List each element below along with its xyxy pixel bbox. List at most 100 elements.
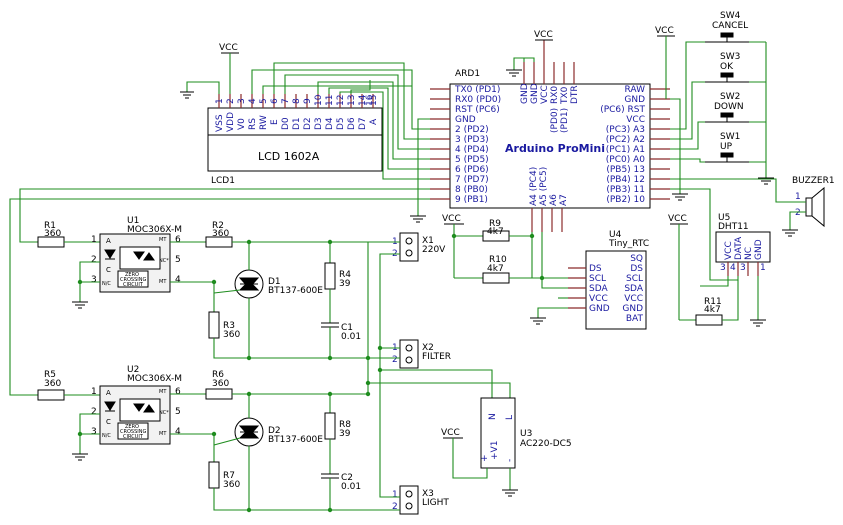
svg-text:4: 4 — [175, 427, 181, 437]
svg-text:VCC: VCC — [626, 115, 645, 125]
svg-text:RX0: RX0 — [550, 86, 560, 104]
svg-text:1: 1 — [795, 192, 801, 202]
lcd-name: LCD 1602A — [258, 150, 320, 163]
svg-text:360: 360 — [44, 379, 61, 389]
svg-text:C: C — [106, 418, 111, 426]
svg-text:A6: A6 — [549, 194, 559, 206]
svg-text:R2: R2 — [212, 221, 224, 231]
svg-text:(PC6) RST: (PC6) RST — [600, 105, 645, 115]
svg-text:RX0 (PD0): RX0 (PD0) — [455, 95, 501, 105]
switches: VCC SW4 CANCEL SW3 OK SW2 DOWN SW1 UP — [655, 11, 774, 201]
svg-text:VCC: VCC — [724, 241, 734, 260]
svg-text:16: 16 — [365, 94, 375, 106]
svg-text:UP: UP — [720, 142, 733, 152]
channel-2: R5 360 U2 MOC306X-M 1 2 3 6 5 4 A C N/C … — [9, 198, 430, 513]
svg-text:D0: D0 — [281, 117, 291, 130]
svg-text:R4: R4 — [339, 270, 351, 280]
svg-text:2: 2 — [392, 502, 398, 512]
svg-text:10: 10 — [314, 94, 324, 106]
svg-text:VCC: VCC — [442, 214, 461, 224]
svg-text:7: 7 — [281, 98, 291, 104]
svg-text:CROSSING: CROSSING — [120, 277, 146, 283]
svg-text:R1: R1 — [44, 221, 56, 231]
svg-text:MT: MT — [159, 431, 167, 437]
svg-text:R7: R7 — [223, 471, 235, 481]
svg-text:1: 1 — [91, 387, 97, 397]
svg-text:1: 1 — [760, 263, 766, 273]
svg-text:L: L — [505, 415, 515, 420]
svg-text:VDD: VDD — [226, 112, 236, 132]
svg-text:TX0 (PD1): TX0 (PD1) — [454, 85, 500, 95]
svg-text:13: 13 — [347, 95, 357, 106]
svg-text:SQ: SQ — [630, 254, 643, 264]
svg-text:39: 39 — [339, 429, 351, 439]
svg-text:2 (PD2): 2 (PD2) — [455, 125, 489, 135]
psu-ac220-dc5: N L +V1 + - U3 AC220-DC5 VCC — [441, 397, 572, 497]
svg-text:(PC0) A0: (PC0) A0 — [606, 155, 645, 165]
svg-text:D2: D2 — [268, 426, 281, 436]
svg-text:C1: C1 — [341, 323, 353, 333]
svg-text:(PC2) A2: (PC2) A2 — [606, 135, 645, 145]
svg-text:N/C: N/C — [102, 433, 111, 439]
svg-text:CANCEL: CANCEL — [712, 21, 748, 31]
svg-text:MT: MT — [159, 389, 167, 395]
svg-text:GND: GND — [589, 304, 610, 314]
svg-text:MT: MT — [159, 237, 167, 243]
svg-text:360: 360 — [44, 229, 61, 239]
svg-text:15: 15 — [369, 95, 379, 106]
svg-text:R3: R3 — [223, 321, 235, 331]
svg-text:SW4: SW4 — [720, 11, 741, 21]
svg-text:U4: U4 — [609, 230, 622, 240]
svg-text:SW2: SW2 — [720, 92, 740, 102]
svg-text:BAT: BAT — [626, 314, 644, 324]
lcd-ref: LCD1 — [211, 176, 235, 186]
svg-text:4: 4 — [248, 98, 258, 104]
svg-text:-: - — [505, 459, 515, 462]
svg-text:4 (PD4): 4 (PD4) — [455, 145, 489, 155]
arduino-promini: ARD1 Arduino ProMini TX0 (PD1) RX0 (PD0)… — [410, 30, 670, 232]
svg-text:3 (PD3): 3 (PD3) — [455, 135, 489, 145]
svg-text:C: C — [106, 266, 111, 274]
svg-text:RAW: RAW — [625, 85, 646, 95]
svg-text:RST (PC6): RST (PC6) — [455, 105, 500, 115]
ard-ref: ARD1 — [455, 69, 480, 79]
svg-text:5: 5 — [175, 407, 181, 417]
svg-text:8 (PB0): 8 (PB0) — [455, 185, 488, 195]
svg-text:NC*: NC* — [159, 258, 169, 264]
sw1: SW1 UP — [705, 132, 749, 163]
svg-text:6: 6 — [175, 387, 181, 397]
svg-text:9: 9 — [303, 98, 313, 104]
svg-text:RW: RW — [259, 115, 269, 130]
svg-text:D6: D6 — [347, 117, 357, 130]
buzzer-ref: BUZZER1 — [792, 176, 835, 186]
svg-text:14: 14 — [358, 94, 368, 106]
svg-text:3: 3 — [91, 427, 97, 437]
svg-text:VCC: VCC — [668, 214, 687, 224]
svg-text:(PB3) 11: (PB3) 11 — [606, 185, 645, 195]
svg-text:VSS: VSS — [215, 114, 225, 132]
svg-text:5: 5 — [175, 255, 181, 265]
svg-text:X3: X3 — [422, 489, 434, 499]
svg-text:TX0: TX0 — [560, 86, 570, 105]
svg-text:D4: D4 — [325, 117, 335, 130]
svg-text:GND: GND — [754, 239, 764, 260]
sw2: SW2 DOWN — [705, 92, 749, 123]
svg-text:A: A — [106, 237, 111, 245]
svg-text:360: 360 — [212, 379, 229, 389]
buzzer: BUZZER1 1 2 — [670, 176, 835, 237]
svg-text:5: 5 — [259, 98, 269, 104]
svg-text:VCC: VCC — [540, 85, 550, 104]
svg-text:SCL: SCL — [626, 274, 643, 284]
svg-text:4: 4 — [175, 275, 181, 285]
svg-text:GND: GND — [624, 95, 645, 105]
lcd-1602a: VCC LCD 1602A LCD1 1 2 3 4 5 6 7 8 — [180, 43, 430, 186]
svg-text:9 (PB1): 9 (PB1) — [455, 195, 488, 205]
sw4: SW4 CANCEL — [705, 11, 749, 43]
connectors: X1 220V 1 2 X2 FILTER 1 2 X3 LIGHT 1 2 — [365, 232, 511, 515]
svg-text:C2: C2 — [341, 473, 353, 483]
svg-text:V0: V0 — [237, 118, 247, 130]
svg-text:AC220-DC5: AC220-DC5 — [520, 439, 572, 449]
svg-text:12: 12 — [336, 95, 346, 106]
svg-text:N/C: N/C — [102, 281, 111, 287]
svg-text:U2: U2 — [127, 365, 139, 375]
